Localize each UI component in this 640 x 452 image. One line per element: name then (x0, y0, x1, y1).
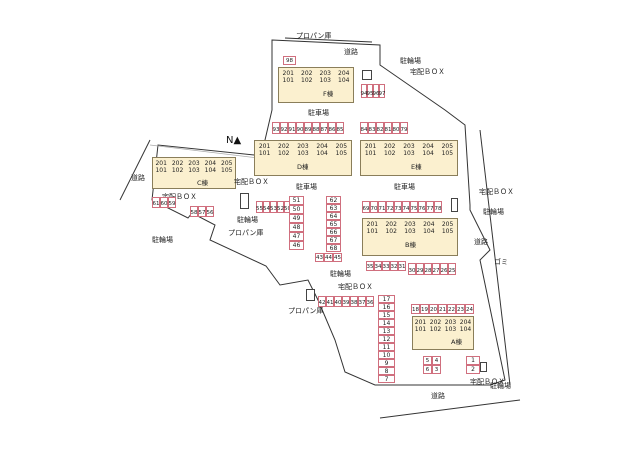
road-label-bottom: 道路 (431, 392, 445, 400)
stalls-col-51-46: 51 50 49 48 47 46 (289, 196, 304, 250)
stall: 98 (283, 56, 296, 65)
stalls-row-42-36: 42 41 40 39 38 37 36 (318, 296, 374, 307)
stalls-58-56: 58 57 56 (190, 206, 214, 217)
propane-box-mid (306, 289, 315, 301)
bike-label-bottom: 駐輪場 (490, 382, 511, 390)
stalls-6-3: 6 3 (423, 365, 441, 374)
propane-label-top: プロパン庫 (296, 32, 332, 40)
bike-box-c (240, 193, 249, 209)
north-symbol: N (226, 135, 234, 146)
bike-label-left: 駐輪場 (152, 236, 173, 244)
stalls-row-69-78: 69 70 71 72 73 74 75 76 77 78 (362, 201, 442, 213)
bike-label-top: 駐輪場 (400, 57, 421, 65)
bike-label-right: 駐輪場 (483, 208, 504, 216)
propane-label-left: プロパン庫 (228, 229, 264, 237)
delivery-label-left-c: 宅配ＢＯＸ (162, 193, 197, 201)
north-arrow-icon: N▲ (226, 135, 242, 146)
stalls-61-59: 61 60 59 (152, 197, 176, 208)
stalls-row-93-85: 93 92 91 90 89 88 87 86 85 (272, 122, 344, 134)
road-label-top: 道路 (344, 48, 358, 56)
delivery-label-top: 宅配ＢＯＸ (410, 68, 445, 76)
bike-label-mid: 駐輪場 (330, 270, 351, 278)
stalls-col-17-7: 17 16 15 14 13 12 11 10 9 8 7 (378, 295, 395, 383)
delivery-label-bottom: 宅配ＢＯＸ (470, 378, 505, 386)
stalls-43-45: 43 44 45 (315, 253, 342, 262)
delivery-box-right (451, 198, 458, 212)
building-d-name: D棟 (297, 163, 309, 171)
stalls-5-4: 5 4 (423, 356, 441, 365)
delivery-label-mid: 宅配ＢＯＸ (338, 283, 373, 291)
stalls-row-18-24: 18 19 20 21 22 23 24 (411, 304, 474, 314)
propane-label-mid: プロパン庫 (288, 307, 324, 315)
delivery-label-right: 宅配ＢＯＸ (479, 188, 514, 196)
building-e-name: E棟 (411, 163, 422, 171)
stalls-94-97: 94 95 96 97 (361, 84, 386, 98)
building-c-name: C棟 (197, 179, 209, 187)
stalls-col-62-68: 62 63 64 65 66 67 68 (326, 196, 341, 252)
delivery-box-bottom (480, 362, 487, 372)
delivery-label-c: 宅配ＢＯＸ (234, 178, 269, 186)
building-f-name: F棟 (323, 90, 334, 98)
road-label-left: 道路 (131, 174, 145, 182)
bike-label-c: 駐輪場 (237, 216, 258, 224)
stalls-1-2: 1 2 (466, 356, 480, 374)
road-label-right: 道路 (474, 238, 488, 246)
stalls-row-35-31: 35 34 33 32 31 (366, 261, 406, 271)
parking-label-e: 駐車場 (394, 183, 415, 191)
building-b-name: B棟 (405, 241, 416, 249)
stalls-row-55-50: 55 54 53 52 50 (256, 201, 291, 213)
stalls-row-30-25: 30 29 28 27 26 25 (408, 263, 456, 275)
stalls-row-84-79: 84 83 82 81 80 79 (360, 122, 408, 134)
bike-box-top (362, 70, 372, 80)
parking-label-f: 駐車場 (308, 109, 329, 117)
gomi-label: ゴミ (494, 258, 508, 266)
stall-98: 98 (283, 56, 296, 65)
building-a-name: A棟 (451, 338, 462, 346)
parking-label-d: 駐車場 (296, 183, 317, 191)
